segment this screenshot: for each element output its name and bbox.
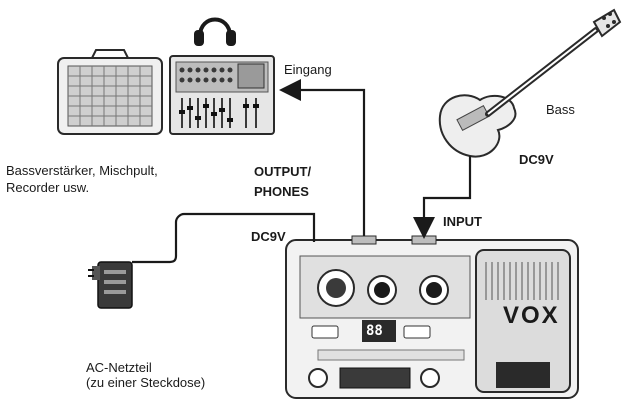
effects-pedal-icon <box>285 235 579 399</box>
amp-caption: Bassverstärker, Mischpult, Recorder usw. <box>6 163 158 195</box>
ac-adapter-caption: AC-Netzteil (zu einer Steckdose) <box>86 360 206 390</box>
output-cable-arrow <box>279 79 366 236</box>
eingang-label: Eingang <box>284 62 332 77</box>
mixer-icon <box>169 55 275 135</box>
ac-adapter-icon <box>88 261 133 309</box>
bass-label: Bass <box>546 102 575 117</box>
bass-guitar-icon <box>438 8 622 158</box>
bass-amp-icon <box>57 49 163 135</box>
dc9v-input-label: DC9V <box>519 152 554 167</box>
dc9v-power-label: DC9V <box>251 229 286 244</box>
input-cable-arrow <box>413 156 472 239</box>
output-phones-label: OUTPUT/ PHONES <box>254 164 312 199</box>
pedal-brand-logo: VOX <box>503 302 560 329</box>
headphones-icon <box>194 17 236 46</box>
input-label: INPUT <box>443 214 482 229</box>
dc-power-cable <box>132 212 316 264</box>
connection-lines <box>132 79 472 264</box>
pedal-display-value: 88 <box>366 323 383 339</box>
